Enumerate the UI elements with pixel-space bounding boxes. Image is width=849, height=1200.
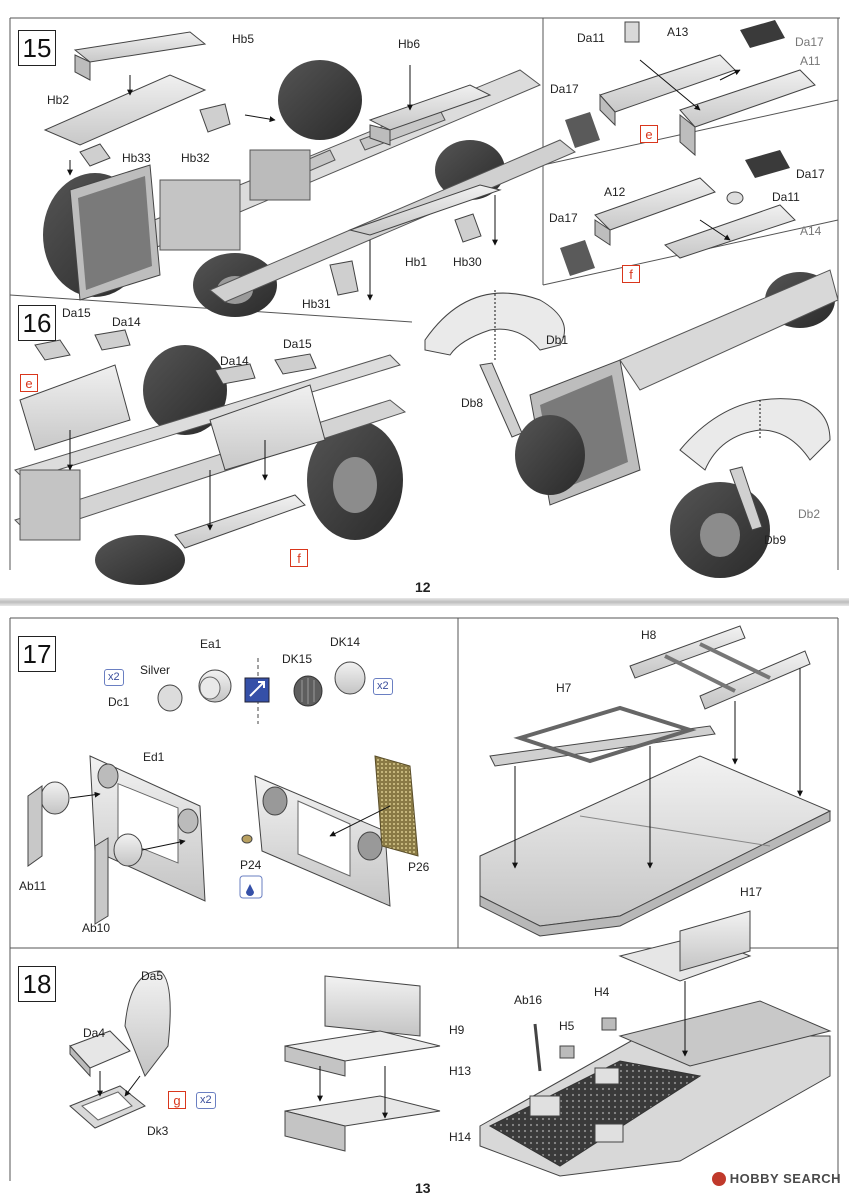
part-label: H14 (449, 1130, 472, 1144)
part-label: Dc1 (108, 695, 130, 709)
floor-h17 (479, 625, 832, 937)
part-label: A13 (667, 25, 689, 39)
part-label: Da17 (549, 211, 578, 225)
part-label: Ab16 (514, 993, 543, 1007)
grille-ed1 (27, 755, 206, 925)
part-label: Da4 (83, 1026, 106, 1040)
part-label: H4 (594, 985, 610, 999)
quantity-badge: x2 (373, 678, 393, 695)
part-label: Db9 (764, 533, 787, 547)
part-label: Da15 (62, 306, 91, 320)
part-label: Hb6 (398, 37, 421, 51)
part-label: H9 (449, 1023, 465, 1037)
subassembly-f (560, 150, 796, 276)
instruction-page-12: 15 16 Hb5 Hb6 Hb2 Hb33 Hb32 Hb1 Hb30 Hb3… (9, 17, 840, 595)
subassembly-tag: g (168, 1091, 186, 1109)
part-label: DK14 (330, 635, 361, 649)
cement-icon (244, 677, 270, 703)
part-label: Ab11 (19, 879, 47, 893)
step-number: 18 (18, 966, 56, 1002)
rear-bed-floor (479, 910, 832, 1177)
page-number: 12 (415, 579, 431, 595)
part-label: Db1 (546, 333, 569, 347)
watermark-text: HOBBY SEARCH (729, 1171, 841, 1186)
part-label: Da11 (772, 190, 800, 204)
page-13-drawing (9, 617, 839, 1181)
step-number: 16 (18, 305, 56, 341)
part-label: Ea1 (200, 637, 222, 651)
part-label: H5 (559, 1019, 575, 1033)
part-label: H8 (641, 628, 657, 642)
part-label: Hb33 (122, 151, 151, 165)
part-label: Dk3 (147, 1124, 169, 1138)
part-label: Da5 (141, 969, 164, 983)
hobby-search-logo-icon (711, 1171, 726, 1186)
part-label: Hb2 (47, 93, 70, 107)
quantity-badge: x2 (196, 1092, 216, 1109)
part-label: Da11 (577, 31, 605, 45)
part-label: Db2 (798, 507, 821, 521)
part-label: H7 (556, 681, 572, 695)
part-label: Hb5 (232, 32, 255, 46)
subassembly-tag: e (640, 125, 658, 143)
bench-seat (284, 975, 441, 1152)
seat-da (69, 970, 171, 1129)
part-label: Db8 (461, 396, 484, 410)
part-label: A14 (800, 224, 822, 238)
page-number: 13 (415, 1180, 431, 1196)
part-label: H17 (740, 885, 763, 899)
part-label: Da14 (220, 354, 249, 368)
subassembly-tag: e (20, 374, 38, 392)
part-label: Da14 (112, 315, 141, 329)
part-label: Da17 (795, 35, 824, 49)
page-divider (0, 598, 849, 606)
grille-with-mesh (241, 755, 419, 907)
subassembly-e (565, 20, 816, 157)
watermark: HOBBY SEARCH (711, 1171, 841, 1186)
part-label: Ed1 (143, 750, 165, 764)
part-label: Da17 (550, 82, 579, 96)
part-label: Hb32 (181, 151, 210, 165)
part-label: DK15 (282, 652, 313, 666)
step-number: 15 (18, 30, 56, 66)
fender-assembly (424, 269, 839, 578)
part-label: Hb30 (453, 255, 482, 269)
part-label: A11 (800, 54, 821, 68)
paint-icon (239, 875, 263, 899)
part-label: Ab10 (82, 921, 111, 935)
part-label: Silver (140, 663, 171, 677)
part-label: Hb31 (302, 297, 331, 311)
page-12-drawing (9, 17, 840, 585)
headlight-parts (157, 658, 366, 724)
chassis-step15 (43, 31, 576, 317)
step-number: 17 (18, 636, 56, 672)
instruction-page-13: 17 18 Ea1 Silver Dc1 DK14 DK15 Ed1 Ab11 … (0, 606, 849, 1200)
part-label: H13 (449, 1064, 472, 1078)
part-label: Da17 (796, 167, 825, 181)
part-label: Da15 (283, 337, 312, 351)
subassembly-tag: f (290, 549, 308, 567)
part-label: P26 (408, 860, 430, 874)
part-label: A12 (604, 185, 626, 199)
quantity-badge: x2 (104, 669, 124, 686)
chassis-step16 (14, 329, 407, 585)
part-label: Hb1 (405, 255, 428, 269)
part-label: P24 (240, 858, 262, 872)
subassembly-tag: f (622, 265, 640, 283)
